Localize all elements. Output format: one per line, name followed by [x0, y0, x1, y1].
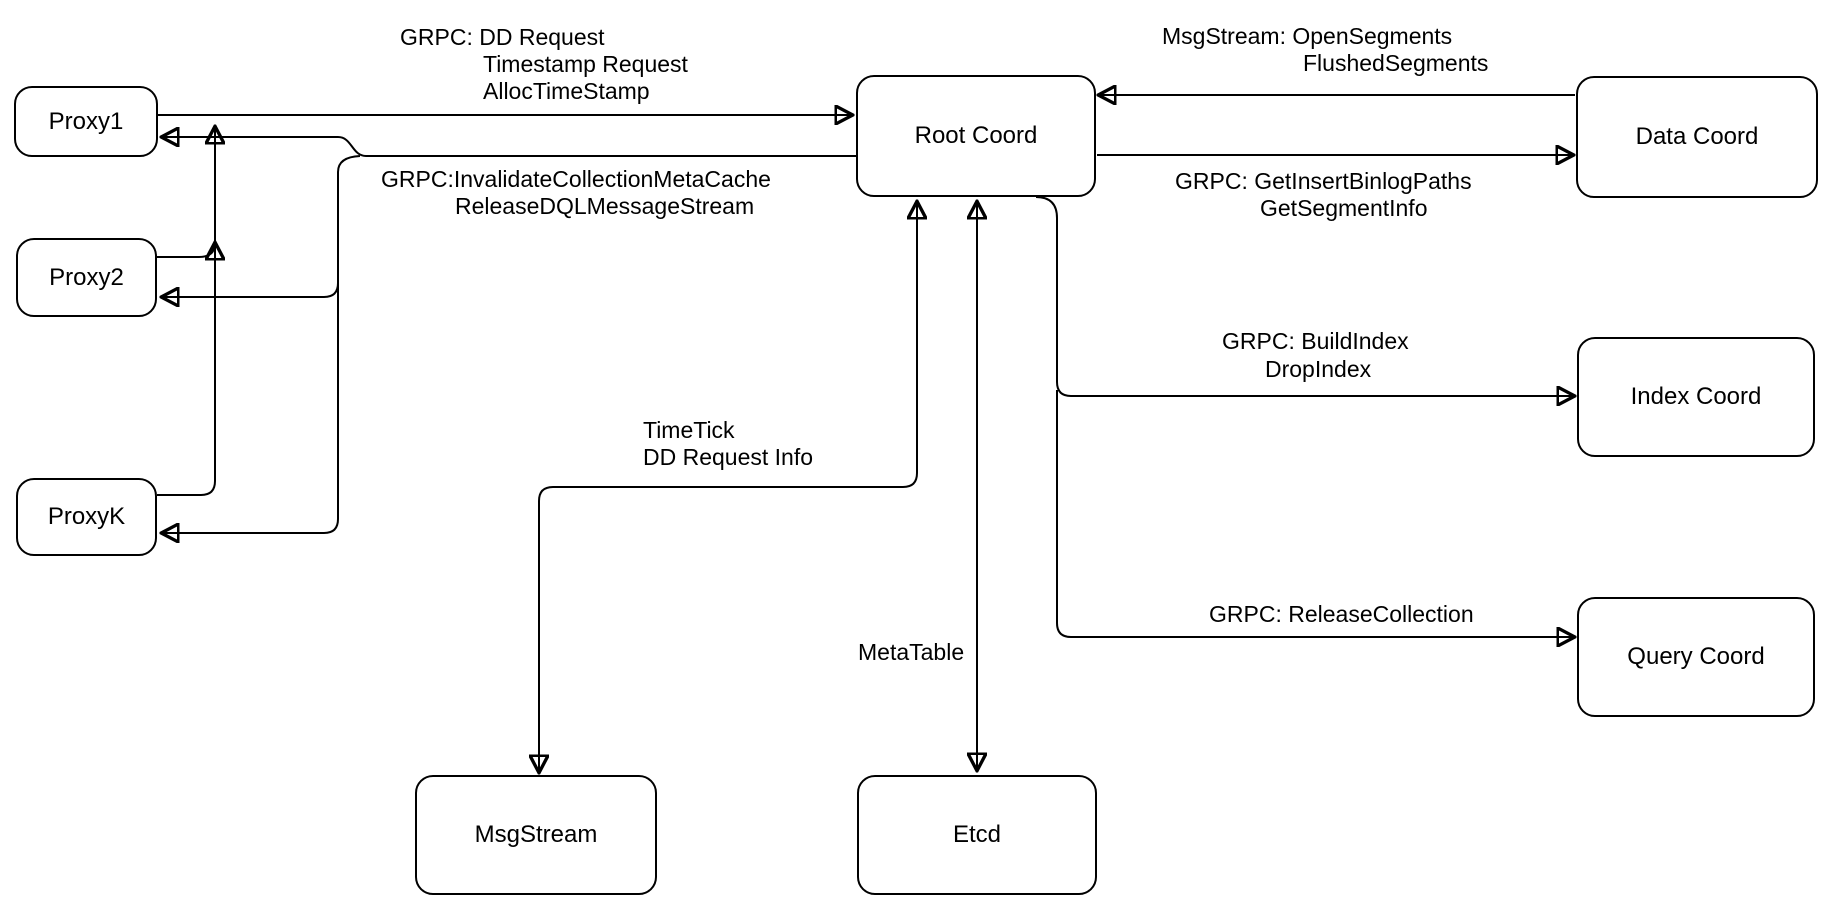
- connector-proxyk-feeder-up: [157, 127, 215, 496]
- edge-label-timestamp-request: Timestamp Request: [483, 51, 688, 77]
- edge-label-releasecollection: GRPC: ReleaseCollection: [1209, 601, 1474, 627]
- edge-label-release-dql-stream: ReleaseDQLMessageStream: [455, 193, 755, 219]
- node-label: Data Coord: [1635, 123, 1759, 150]
- node-label: ProxyK: [47, 503, 126, 530]
- edge-label-flushedsegments: FlushedSegments: [1303, 50, 1489, 76]
- connector-rootcoord-to-proxy2: [162, 282, 339, 297]
- edge-label-timetick: TimeTick: [643, 417, 735, 443]
- edge-label-grpc-dd-request: GRPC: DD Request: [400, 24, 605, 50]
- connector-rootcoord-to-indexcoord: [1035, 196, 1574, 396]
- node-label: Root Coord: [914, 122, 1038, 149]
- node-label: Etcd: [952, 821, 1002, 848]
- edge-label-alloctimestamp: AllocTimeStamp: [483, 78, 650, 104]
- node-label: Index Coord: [1630, 383, 1762, 410]
- connector-rootcoord-to-proxy1: [162, 137, 856, 157]
- node-root-coord: Root Coord: [856, 75, 1096, 197]
- connector-rootcoord-msgstream: [539, 202, 917, 772]
- edge-label-dropindex: DropIndex: [1265, 356, 1372, 382]
- edge-label-getsegmentinfo: GetSegmentInfo: [1260, 195, 1428, 221]
- edge-label-metatable: MetaTable: [858, 639, 965, 665]
- connector-rootcoord-to-querycoord: [1056, 390, 1574, 637]
- node-label: MsgStream: [474, 821, 598, 848]
- edge-label-buildindex: GRPC: BuildIndex: [1222, 328, 1409, 354]
- node-proxyk: ProxyK: [16, 478, 157, 556]
- edge-label-getinsertbinlogpaths: GRPC: GetInsertBinlogPaths: [1175, 168, 1472, 194]
- edge-label-invalidate-metacache: GRPC:InvalidateCollectionMetaCache: [381, 166, 771, 192]
- node-label: Proxy2: [49, 263, 124, 291]
- connector-rootcoord-to-proxyk: [162, 155, 361, 533]
- node-data-coord: Data Coord: [1576, 76, 1818, 198]
- node-etcd: Etcd: [857, 775, 1097, 895]
- node-proxy1: Proxy1: [14, 86, 158, 157]
- node-proxy2: Proxy2: [16, 238, 157, 317]
- edge-label-dd-request-info: DD Request Info: [643, 444, 814, 470]
- node-label: Query Coord: [1627, 643, 1765, 670]
- node-query-coord: Query Coord: [1577, 597, 1815, 717]
- edge-label-msgstream-opensegments: MsgStream: OpenSegments: [1162, 23, 1453, 49]
- node-label: Proxy1: [48, 107, 124, 135]
- node-msgstream: MsgStream: [415, 775, 657, 895]
- connector-proxy2-feeder-up: [157, 243, 215, 257]
- node-index-coord: Index Coord: [1577, 337, 1815, 457]
